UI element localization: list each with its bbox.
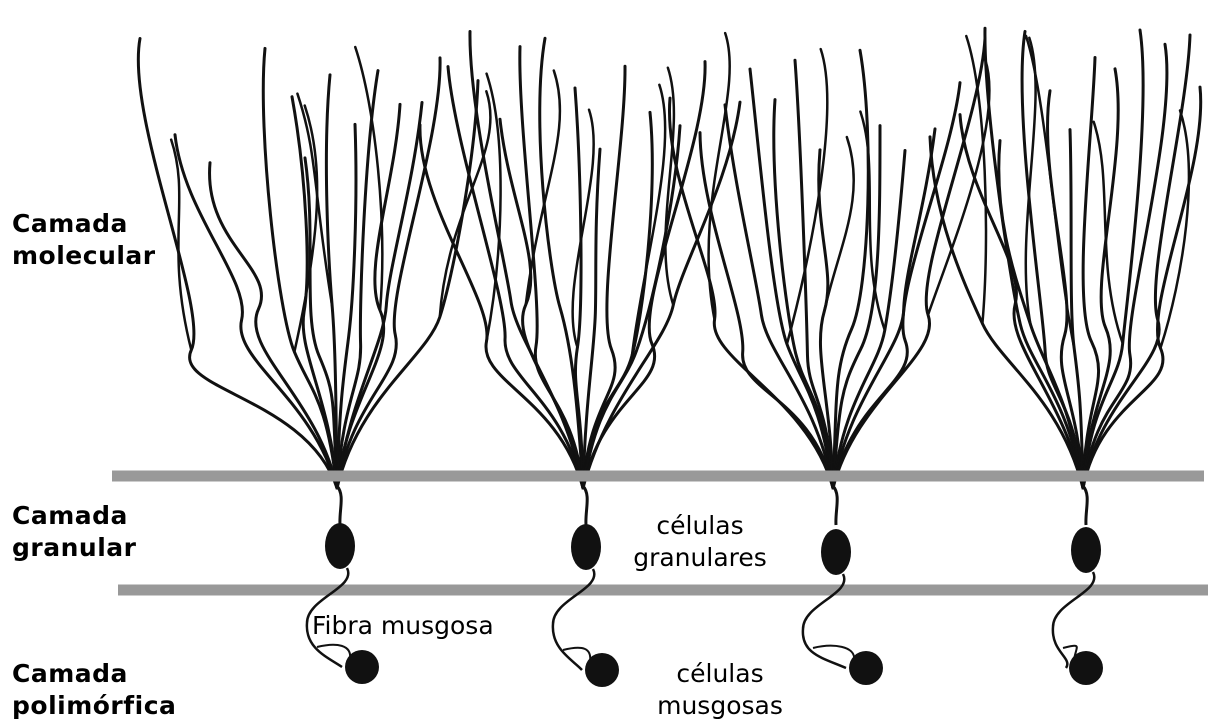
- dendrite-branch: [355, 47, 382, 310]
- axon-segment: [583, 486, 587, 525]
- granule-cells-label: células granulares: [620, 510, 780, 574]
- axon-segment: [337, 486, 341, 525]
- axon-segment: [833, 486, 837, 525]
- dendrite-branch: [1026, 36, 1074, 347]
- dendrite: [575, 88, 583, 488]
- granular-layer-label: Camada granular: [12, 500, 136, 564]
- dendrite: [583, 66, 625, 488]
- granule-cell: [1071, 527, 1101, 573]
- dendrite-branch: [440, 91, 491, 317]
- mossy-cell: [849, 651, 883, 685]
- dendritic-trees: [138, 28, 1200, 488]
- dendrite-branch: [171, 140, 191, 350]
- dendrite: [930, 137, 1083, 488]
- molecular-layer-label: Camada molecular: [12, 208, 156, 272]
- dendrite: [337, 103, 422, 488]
- mossy-fiber-branch: [317, 645, 350, 659]
- granule-cell: [325, 523, 355, 569]
- dendrite: [337, 81, 478, 488]
- mossy-fiber-label: Fibra musgosa: [312, 610, 494, 642]
- dendrite: [669, 98, 833, 488]
- dendrite: [833, 129, 935, 488]
- dendrite: [750, 69, 833, 488]
- dendrite: [725, 105, 833, 488]
- mossy-cell: [345, 650, 379, 684]
- mossy-cells-label: células musgosas: [640, 658, 800, 722]
- granule-cell: [821, 529, 851, 575]
- mossy-cell: [585, 653, 619, 687]
- mossy-fiber-branch: [813, 646, 854, 660]
- polymorphic-layer-label: Camada polimórfica: [12, 658, 176, 722]
- dendrite: [1083, 35, 1190, 488]
- mossy-cell: [1069, 651, 1103, 685]
- granule-cell: [571, 524, 601, 570]
- dendrite-branch: [573, 110, 594, 348]
- axon-segment: [1083, 486, 1087, 525]
- mossy-fiber: [553, 569, 594, 670]
